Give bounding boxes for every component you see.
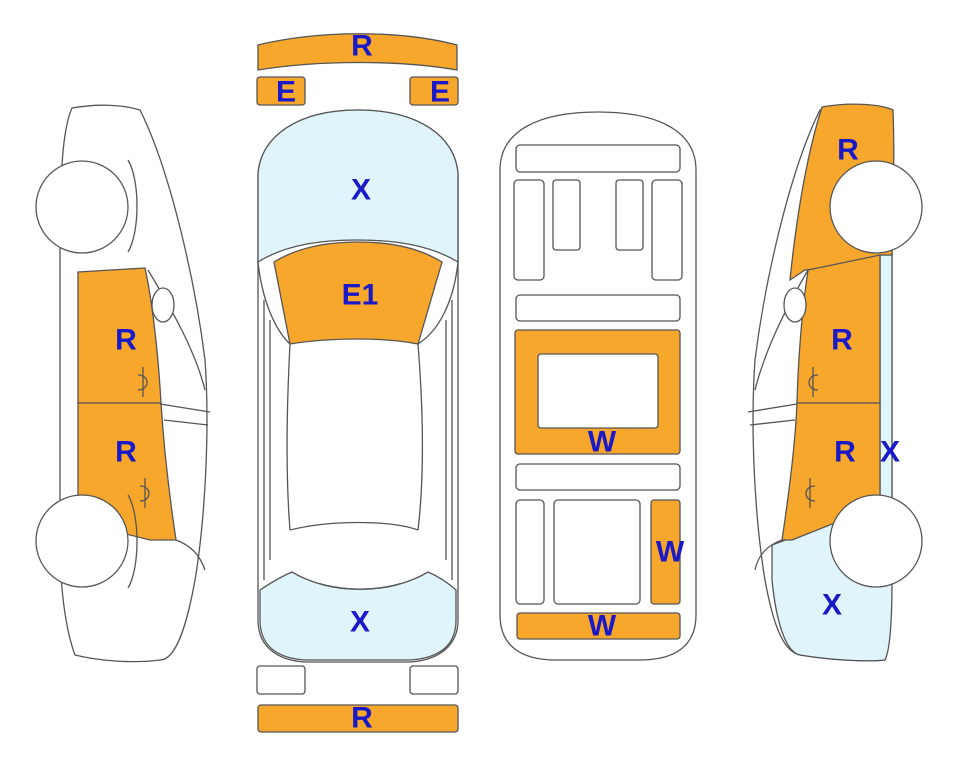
rear-bumper[interactable] bbox=[257, 704, 459, 733]
rear-window-line bbox=[291, 571, 429, 590]
floor-rear-left bbox=[515, 499, 545, 605]
right-front-fender-label: R bbox=[837, 134, 859, 167]
left-side-view: R R bbox=[35, 104, 211, 663]
floor-rail-front bbox=[515, 144, 681, 173]
roof-outline bbox=[257, 261, 459, 580]
top-view: R E E X E1 X R bbox=[256, 30, 459, 735]
hood-panel[interactable] bbox=[257, 109, 459, 264]
floor-middle-label: W bbox=[588, 426, 617, 459]
floor-view: W W W bbox=[499, 111, 697, 661]
floor-seat-right bbox=[651, 179, 683, 281]
headlight-right-label: E bbox=[430, 76, 450, 109]
right-rear-door-label: R bbox=[834, 436, 856, 469]
right-mirror bbox=[783, 287, 807, 323]
floor-rear-center bbox=[553, 499, 641, 605]
right-front-wheel bbox=[829, 160, 923, 254]
left-window-line bbox=[147, 269, 211, 571]
right-door-handle-1 bbox=[808, 367, 819, 397]
left-front-door-label: R bbox=[115, 324, 137, 357]
right-door-handle-2 bbox=[805, 478, 816, 508]
floor-side-right-panel[interactable] bbox=[650, 499, 681, 605]
windshield[interactable] bbox=[273, 241, 443, 345]
taillight-left bbox=[256, 665, 306, 695]
right-rear-quarter-label: X bbox=[822, 589, 842, 622]
taillight-right bbox=[409, 665, 459, 695]
left-mirror bbox=[151, 287, 175, 323]
left-door-handle-1 bbox=[137, 367, 148, 397]
right-rear-wheel bbox=[829, 494, 923, 588]
floor-side-right-label: W bbox=[656, 536, 685, 569]
right-side-view: R R R X X bbox=[747, 103, 923, 662]
left-rear-wheel bbox=[35, 494, 129, 588]
floor-seat-left bbox=[513, 179, 545, 281]
rear-bumper-label: R bbox=[351, 702, 373, 735]
floor-crossbar-1 bbox=[515, 294, 681, 322]
left-rear-door-label: R bbox=[115, 436, 137, 469]
headlight-left-label: E bbox=[276, 76, 296, 109]
left-wheel-arch-lines bbox=[127, 159, 138, 589]
right-side-panel-label: X bbox=[880, 436, 900, 469]
left-front-wheel bbox=[35, 160, 129, 254]
floor-rear-label: W bbox=[588, 610, 617, 643]
front-bumper-label: R bbox=[351, 30, 373, 63]
right-window-line bbox=[747, 269, 809, 571]
floor-middle-inner bbox=[537, 353, 659, 429]
floor-seat-inner-left bbox=[552, 179, 581, 251]
headlight-right[interactable] bbox=[409, 76, 459, 106]
hood-label: X bbox=[351, 174, 371, 207]
floor-crossbar-2 bbox=[515, 463, 681, 491]
left-door-handle-2 bbox=[139, 478, 150, 508]
rear-window-label: X bbox=[350, 606, 370, 639]
floor-rear-panel[interactable] bbox=[516, 612, 681, 640]
floor-seat-inner-right bbox=[615, 179, 644, 251]
headlight-left[interactable] bbox=[256, 76, 306, 106]
front-bumper[interactable] bbox=[257, 33, 458, 71]
right-front-door-label: R bbox=[831, 324, 853, 357]
windshield-label: E1 bbox=[342, 279, 379, 312]
